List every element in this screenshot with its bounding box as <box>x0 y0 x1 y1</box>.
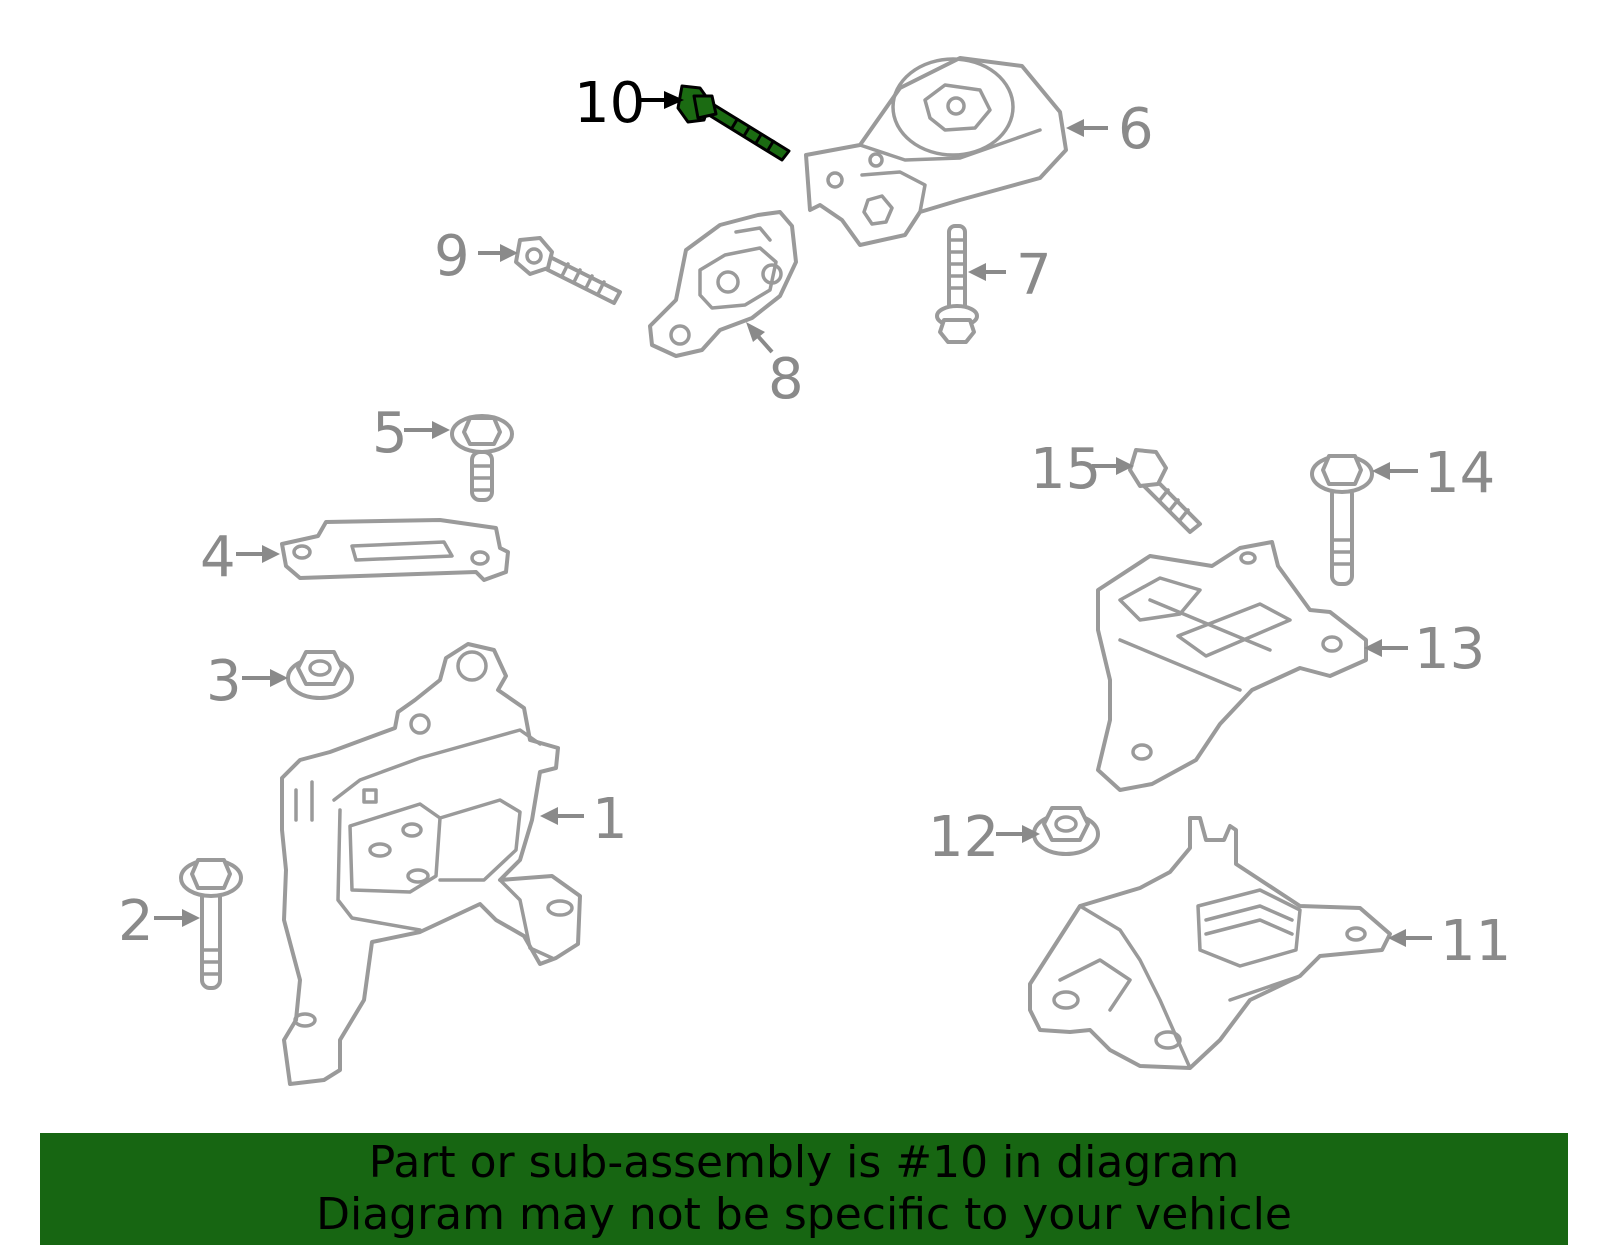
callout-label-4: 4 <box>200 525 236 590</box>
callout-label-2: 2 <box>118 889 154 954</box>
callout-arrow-13 <box>1364 639 1408 657</box>
part-10-bolt-highlighted[interactable] <box>676 84 791 162</box>
callout-arrow-6 <box>1066 119 1108 137</box>
callout-arrow-11 <box>1388 929 1432 947</box>
part-14-bolt <box>1310 454 1374 586</box>
callout-arrow-7 <box>968 263 1006 281</box>
part-9-bolt <box>514 236 622 305</box>
part-3-nut <box>286 650 354 700</box>
part-13-mount-bracket <box>1096 540 1368 792</box>
callout-arrow-2 <box>154 909 200 927</box>
callout-arrow-4 <box>236 545 280 563</box>
callout-label-13: 13 <box>1414 617 1485 682</box>
callout-arrow-9 <box>478 244 518 262</box>
callout-arrow-15 <box>1092 457 1134 475</box>
part-7-bolt <box>935 224 979 344</box>
callout-label-1: 1 <box>592 787 628 852</box>
callout-label-9: 9 <box>434 224 470 289</box>
callout-arrow-10 <box>640 91 684 109</box>
part-11-lower-bracket <box>1028 816 1392 1070</box>
part-12-nut <box>1032 806 1100 856</box>
part-2-bolt <box>179 858 243 990</box>
callout-arrow-12 <box>996 825 1040 843</box>
part-1-engine-mount <box>280 642 582 1086</box>
callout-arrow-3 <box>242 669 288 687</box>
part-5-bolt <box>450 414 514 502</box>
callout-label-5: 5 <box>372 401 408 466</box>
info-banner: Part or sub-assembly is #10 in diagram D… <box>40 1133 1568 1245</box>
callout-label-7: 7 <box>1016 243 1052 308</box>
banner-line-2: Diagram may not be specific to your vehi… <box>316 1189 1292 1240</box>
part-6-upper-mount <box>804 56 1068 247</box>
banner-line-1: Part or sub-assembly is #10 in diagram <box>368 1137 1240 1188</box>
callout-label-15: 15 <box>1030 437 1101 502</box>
callout-label-3: 3 <box>206 649 242 714</box>
part-4-bracket <box>280 518 510 582</box>
callout-arrow-14 <box>1372 462 1418 480</box>
callout-label-11: 11 <box>1440 909 1511 974</box>
callout-label-12: 12 <box>928 805 999 870</box>
callout-label-14: 14 <box>1424 441 1495 506</box>
part-8-bracket <box>648 210 798 358</box>
callout-label-6: 6 <box>1118 97 1154 162</box>
part-15-bolt <box>1128 448 1202 534</box>
callout-label-8: 8 <box>768 347 804 412</box>
callout-arrow-1 <box>540 807 584 825</box>
callout-arrow-5 <box>404 421 450 439</box>
callout-label-10: 10 <box>574 71 645 136</box>
callout-arrow-8 <box>746 322 774 354</box>
